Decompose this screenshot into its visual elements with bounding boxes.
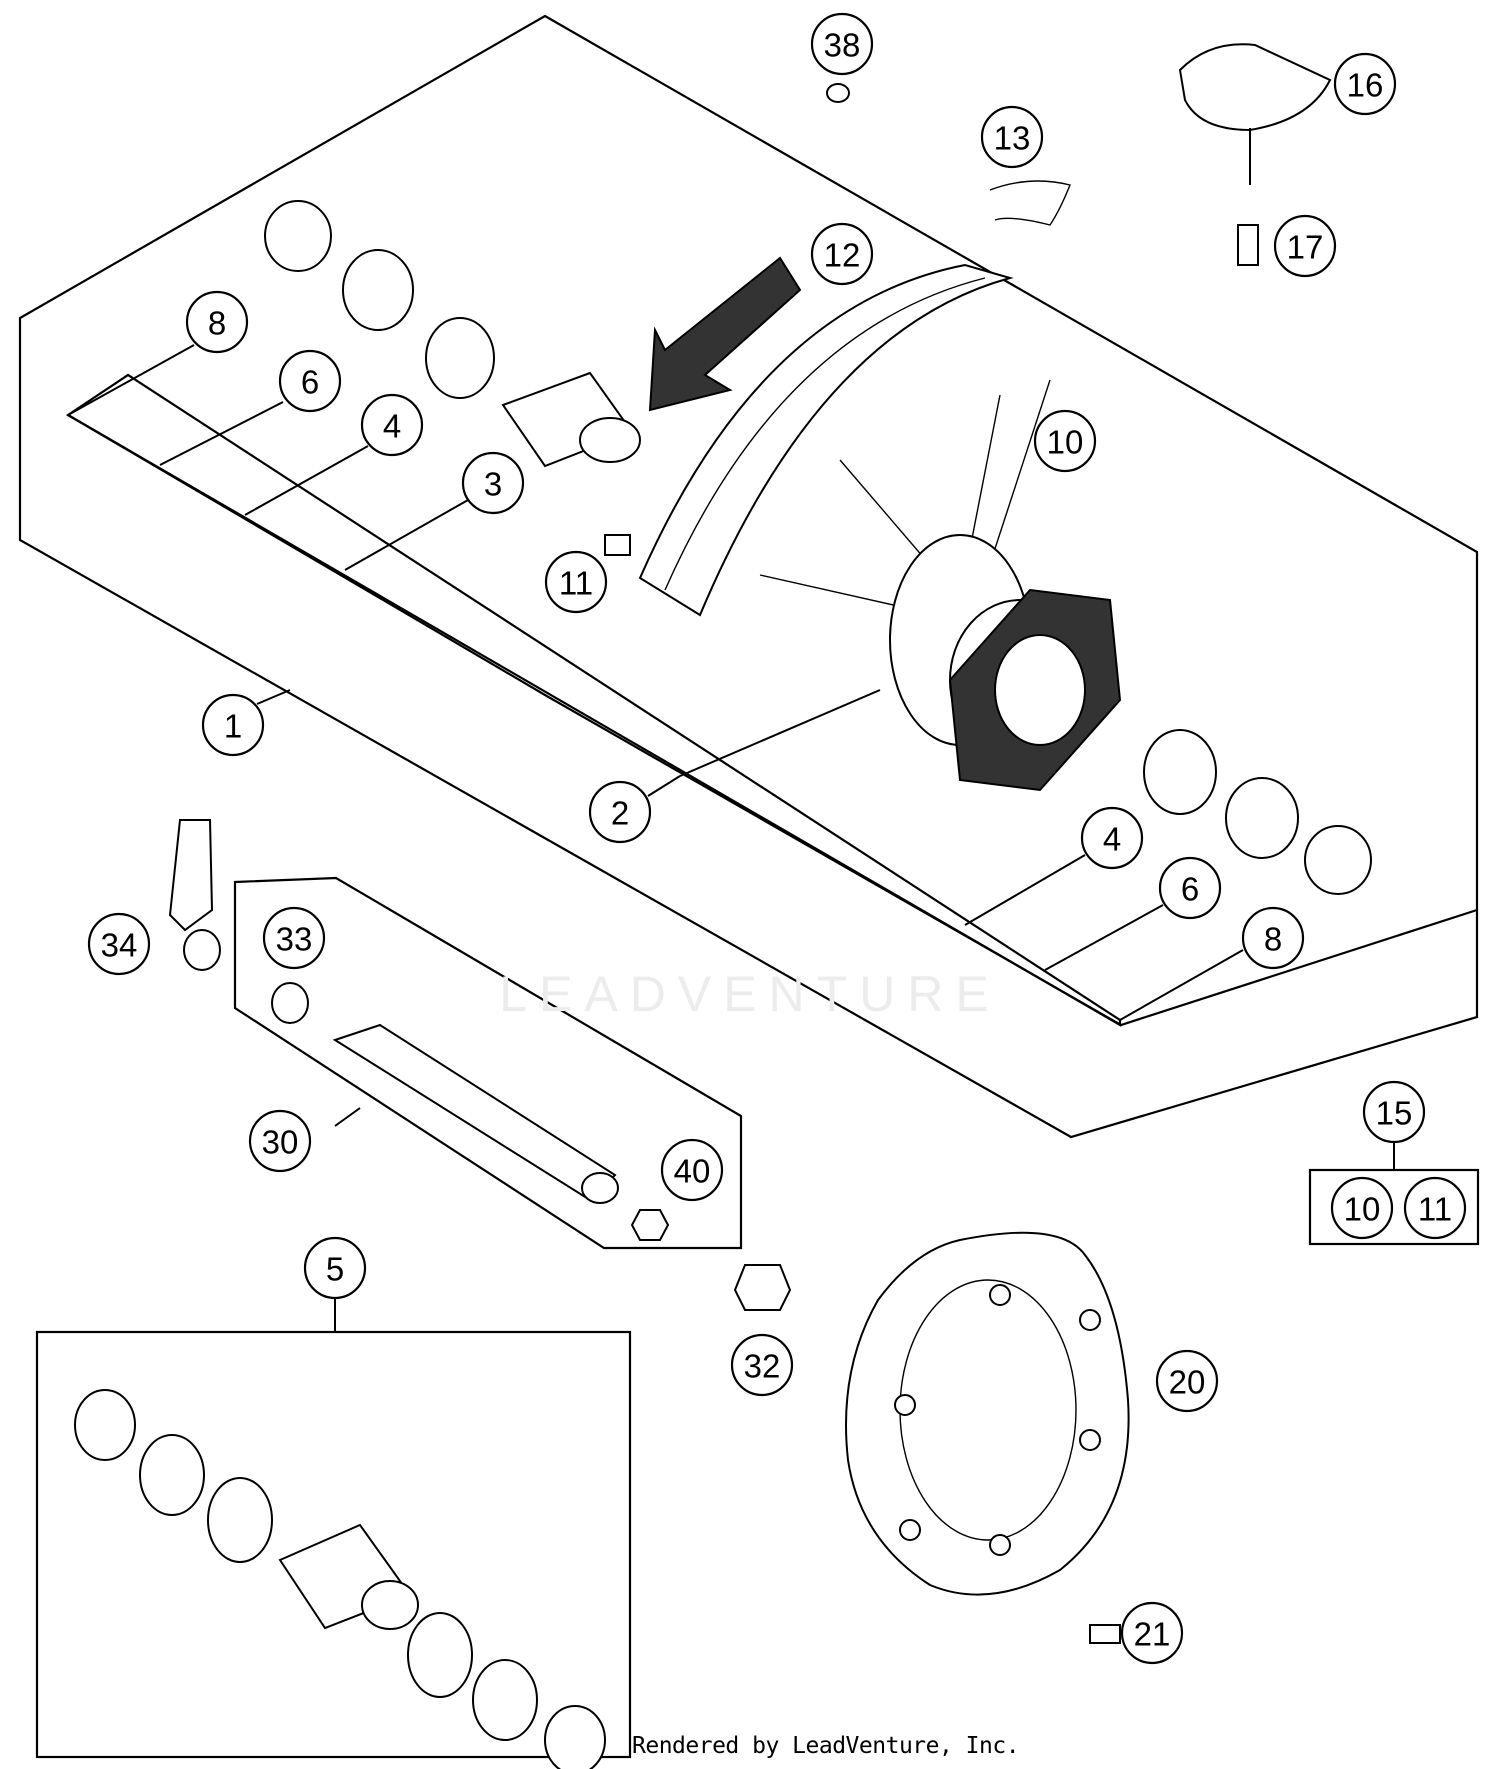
callout-2: 2: [588, 780, 652, 844]
rim-spokes-hub: [638, 263, 1122, 792]
callout-label: 38: [824, 27, 861, 64]
callout-32: 32: [730, 1333, 794, 1397]
callout-12: 12: [810, 222, 874, 286]
callout-label: 33: [276, 921, 313, 958]
callout-label: 4: [383, 408, 401, 445]
callout-label: 13: [994, 120, 1031, 157]
callout-11-kit: 11: [1403, 1176, 1467, 1240]
callout-label: 17: [1287, 229, 1324, 266]
callout-15: 15: [1362, 1080, 1426, 1144]
leader-lines: [67, 344, 1395, 1332]
callout-6-right: 6: [1158, 856, 1222, 920]
brake-disc: [845, 1231, 1130, 1596]
callout-label: 40: [674, 1153, 711, 1190]
callout-8-left: 8: [185, 290, 249, 354]
callout-11: 11: [544, 550, 608, 614]
bearing-kit-frame: [35, 1330, 632, 1759]
watermark-text: LEADVENTURE: [499, 966, 1001, 1022]
callout-label: 21: [1134, 1616, 1171, 1653]
callout-label: 8: [208, 305, 226, 342]
callout-16: 16: [1333, 52, 1397, 116]
bearing-kit-parts: [74, 1389, 606, 1769]
callout-1: 1: [201, 693, 265, 757]
callout-label: 2: [611, 795, 629, 832]
callout-4-right: 4: [1080, 806, 1144, 870]
callout-label: 1: [224, 708, 242, 745]
callout-13: 13: [980, 105, 1044, 169]
callout-label: 32: [744, 1348, 781, 1385]
callout-20: 20: [1155, 1349, 1219, 1413]
callout-label: 11: [559, 565, 593, 602]
callout-label: 30: [262, 1124, 299, 1161]
callout-label: 16: [1347, 67, 1384, 104]
callout-8-right: 8: [1241, 906, 1305, 970]
callout-6-left: 6: [278, 349, 342, 413]
render-credit: Rendered by LeadVenture, Inc.: [632, 1733, 1020, 1759]
small-parts: [168, 43, 1332, 1644]
callout-10-kit: 10: [1330, 1176, 1394, 1240]
callout-label: 15: [1376, 1095, 1413, 1132]
callout-label: 34: [101, 927, 138, 964]
callout-label: 5: [326, 1251, 344, 1288]
callout-label: 6: [1181, 871, 1199, 908]
axle-kit-frame: [233, 876, 743, 1250]
callout-5: 5: [303, 1236, 367, 1300]
callout-label: 6: [301, 364, 319, 401]
callout-21: 21: [1120, 1601, 1184, 1665]
callout-34: 34: [87, 912, 151, 976]
callout-3: 3: [461, 451, 525, 515]
callout-label: 12: [824, 237, 861, 274]
wheel-assembly-frame: [18, 14, 1479, 1139]
callout-38: 38: [810, 12, 874, 76]
callout-label: 20: [1169, 1364, 1206, 1401]
callout-label: 10: [1344, 1191, 1381, 1228]
callout-label: 11: [1418, 1191, 1452, 1228]
seals-bearings-right: [1143, 729, 1372, 895]
callout-40: 40: [660, 1138, 724, 1202]
callout-label: 10: [1047, 424, 1084, 461]
hub-kit-frame-outline: [67, 414, 1478, 1027]
callout-33: 33: [262, 906, 326, 970]
callout-label: 8: [1264, 921, 1282, 958]
seals-bearings-left: [264, 200, 641, 468]
callout-label: 4: [1103, 821, 1121, 858]
callout-label: 3: [484, 466, 502, 503]
direction-arrow: [648, 256, 802, 412]
callout-17: 17: [1273, 214, 1337, 278]
callout-10: 10: [1033, 409, 1097, 473]
callout-30: 30: [248, 1109, 312, 1173]
callout-4-left: 4: [360, 393, 424, 457]
